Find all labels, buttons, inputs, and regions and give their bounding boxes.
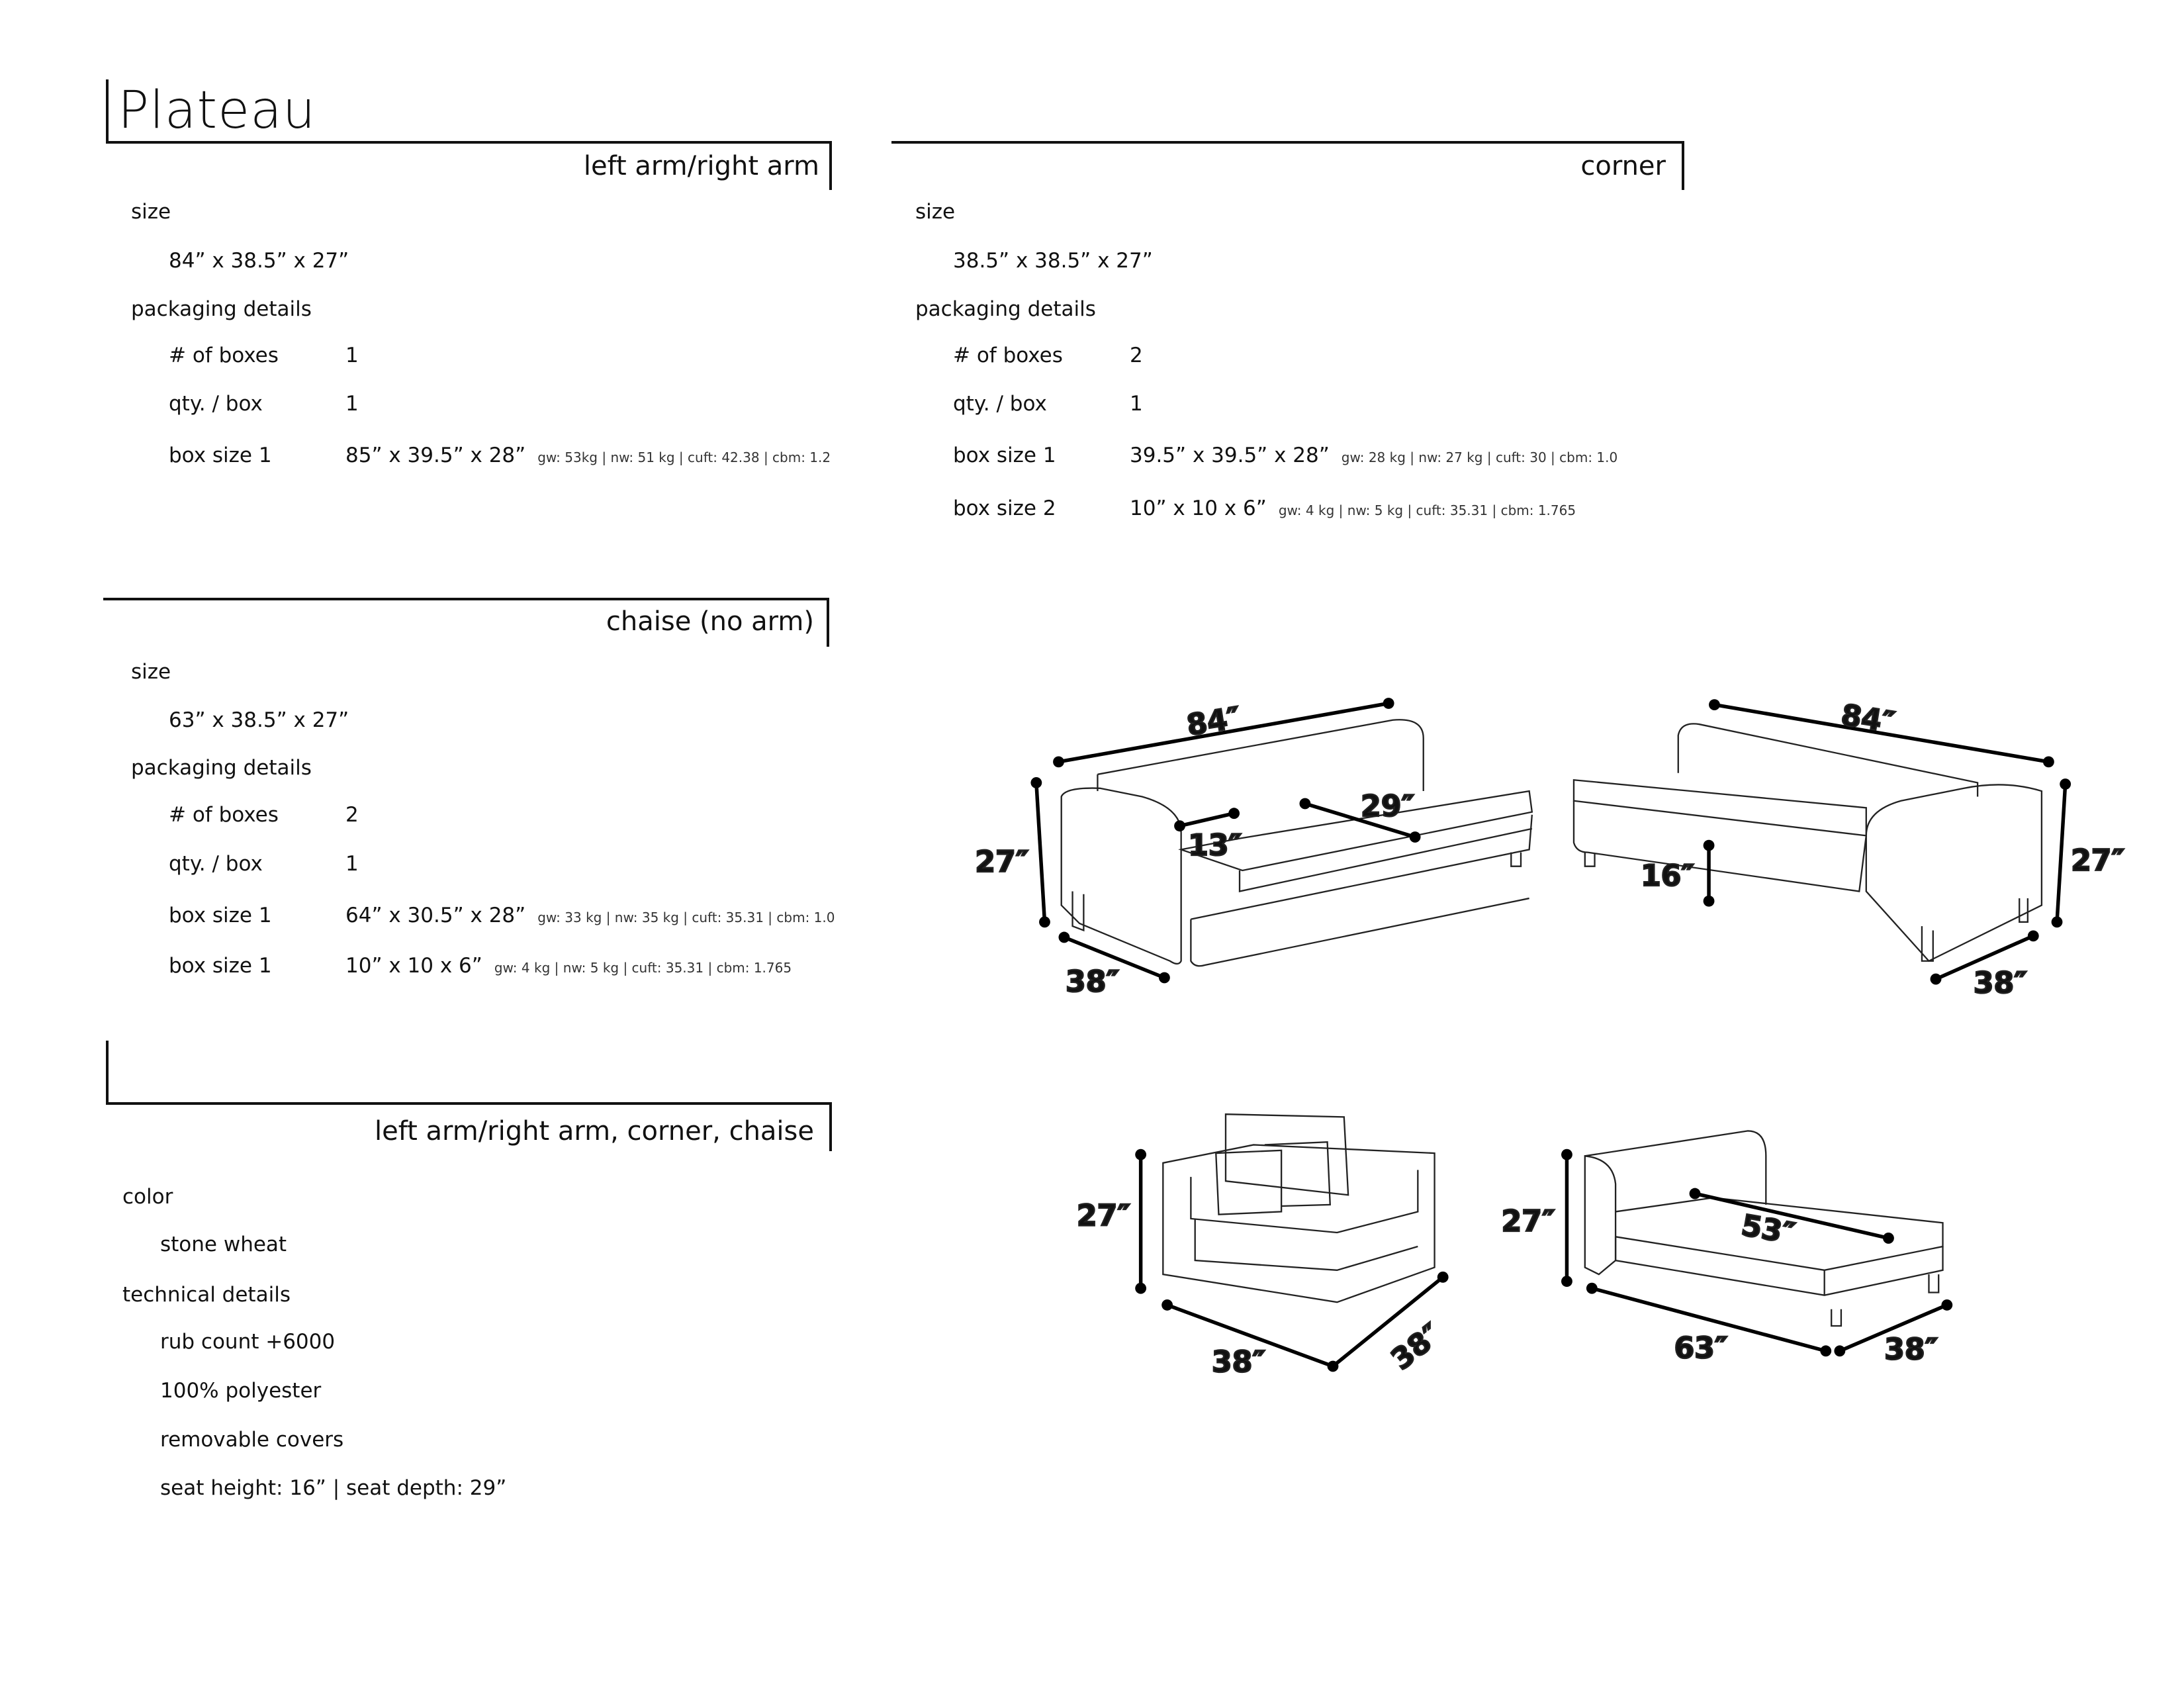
dim-right-arm-height: 27″ [2071, 844, 2124, 878]
dim-left-arm-arm: 13″ [1188, 829, 1242, 863]
row-value: 1 [1130, 392, 1143, 416]
divider [106, 141, 832, 144]
dim-chaise-length: 63″ [1674, 1331, 1727, 1365]
packaging-label: packaging details [131, 756, 312, 780]
divider [827, 598, 829, 647]
row-label: box size 1 [169, 904, 272, 927]
packaging-label: packaging details [131, 297, 312, 321]
size-value: 38.5” x 38.5” x 27” [953, 249, 1153, 273]
page-title: Plateau [118, 81, 316, 140]
corner-drawing [1162, 1113, 1435, 1303]
left-arm-sofa-drawing [1060, 719, 1533, 967]
dim-right-arm-depth: 38″ [1974, 966, 2027, 1000]
packaging-label: packaging details [915, 297, 1096, 321]
size-label: size [131, 200, 171, 224]
row-extra: gw: 53kg | nw: 51 kg | cuft: 42.38 | cbm… [537, 449, 831, 465]
row-label: qty. / box [169, 852, 263, 876]
dim-right-arm-width: 84″ [1839, 698, 1897, 740]
right-arm-sofa-drawing [1572, 723, 2043, 962]
tech-item: 100% polyester [160, 1379, 322, 1403]
left-arm-dimensions [1034, 701, 1416, 980]
row-value: 10” x 10 x 6” [345, 954, 482, 978]
dim-right-arm-seat-height: 16″ [1641, 859, 1694, 893]
dim-corner-depth-a: 38″ [1212, 1345, 1265, 1379]
row-extra: gw: 33 kg | nw: 35 kg | cuft: 35.31 | cb… [537, 910, 835, 925]
row-extra: gw: 4 kg | nw: 5 kg | cuft: 35.31 | cbm:… [1278, 502, 1576, 518]
row-value: 1 [345, 852, 359, 876]
section-header-common: left arm/right arm, corner, chaise [374, 1116, 814, 1147]
divider [891, 141, 1684, 144]
dim-left-arm-seat-depth: 29″ [1361, 790, 1414, 823]
divider [829, 1102, 832, 1151]
row-label: # of boxes [169, 344, 279, 367]
row-extra: gw: 28 kg | nw: 27 kg | cuft: 30 | cbm: … [1341, 449, 1618, 465]
row-value: 39.5” x 39.5” x 28” [1130, 444, 1330, 467]
section-header-chaise: chaise (no arm) [606, 606, 814, 637]
dim-left-arm-width: 84″ [1185, 701, 1243, 743]
tech-item: seat height: 16” | seat depth: 29” [160, 1476, 507, 1500]
row-label: box size 1 [953, 444, 1056, 467]
tech-item: rub count +6000 [160, 1330, 336, 1354]
chaise-drawing [1584, 1130, 1944, 1327]
section-header-arm: left arm/right arm [583, 151, 819, 181]
row-label: box size 2 [953, 496, 1056, 520]
row-label: # of boxes [169, 803, 279, 827]
row-label: box size 1 [169, 954, 272, 978]
divider [829, 141, 832, 190]
corner-dimensions [1138, 1154, 1444, 1368]
dim-left-arm-depth: 38″ [1066, 965, 1119, 999]
dimension-endpoints [1030, 698, 2071, 1372]
row-value: 10” x 10 x 6” [1130, 496, 1267, 520]
technical-label: technical details [122, 1283, 291, 1307]
tech-item: removable covers [160, 1428, 344, 1452]
size-label: size [915, 200, 956, 224]
row-value: 1 [345, 344, 359, 367]
dim-corner-height: 27″ [1077, 1199, 1130, 1233]
size-label: size [131, 660, 171, 684]
row-extra: gw: 4 kg | nw: 5 kg | cuft: 35.31 | cbm:… [494, 960, 792, 976]
row-value: 1 [345, 392, 359, 416]
size-value: 84” x 38.5” x 27” [169, 249, 349, 273]
size-value: 63” x 38.5” x 27” [169, 708, 349, 732]
row-value: 85” x 39.5” x 28” [345, 444, 526, 467]
row-label: box size 1 [169, 444, 272, 467]
chaise-dimensions [1565, 1154, 1948, 1353]
row-label: qty. / box [953, 392, 1047, 416]
divider [106, 1041, 109, 1105]
right-arm-dimensions [1707, 702, 2068, 981]
divider [106, 1102, 832, 1105]
color-label: color [122, 1185, 173, 1209]
row-value: 2 [345, 803, 359, 827]
row-label: # of boxes [953, 344, 1063, 367]
dim-left-arm-height: 27″ [975, 845, 1028, 879]
dim-chaise-depth: 38″ [1884, 1333, 1938, 1366]
divider [103, 598, 829, 600]
dim-corner-depth-b: 38″ [1385, 1317, 1448, 1377]
row-value: 64” x 30.5” x 28” [345, 904, 526, 927]
divider [1682, 141, 1684, 190]
color-value: stone wheat [160, 1233, 287, 1256]
row-value: 2 [1130, 344, 1143, 367]
section-header-corner: corner [1580, 151, 1666, 181]
row-label: qty. / box [169, 392, 263, 416]
title-bar [106, 79, 109, 143]
dim-chaise-height: 27″ [1502, 1205, 1555, 1239]
